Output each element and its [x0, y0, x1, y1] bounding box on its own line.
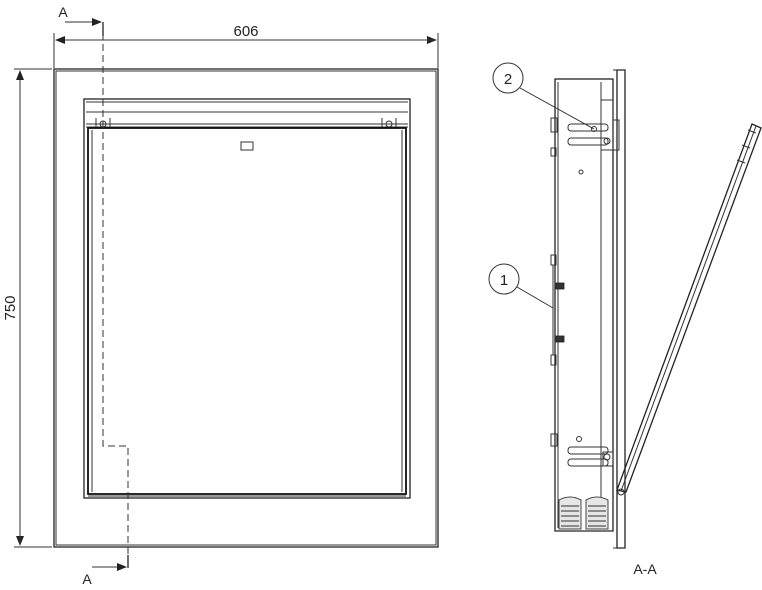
- section-caption: A-A: [633, 561, 657, 577]
- cable-entries: [558, 496, 609, 530]
- box-opening: [83, 98, 411, 499]
- frame-flange: [616, 69, 626, 549]
- height-dimension: 750: [2, 68, 52, 548]
- hinge-screw-right: [385, 120, 393, 128]
- width-dimension-label: 606: [233, 23, 258, 40]
- callout-1: 1: [488, 263, 554, 309]
- section-view: 2 1 A-A: [488, 62, 762, 577]
- box-body: [554, 78, 614, 532]
- callout-2: 2: [492, 62, 595, 130]
- door-panel: [87, 127, 407, 495]
- height-dimension-label: 750: [2, 295, 19, 320]
- lock-slot: [240, 141, 254, 151]
- lower-hinge-bracket: [550, 433, 614, 467]
- callout-1-label: 1: [500, 272, 508, 289]
- opened-door: [616, 123, 762, 496]
- frame-inner-border: [55, 70, 437, 546]
- callout-2-label: 2: [504, 71, 512, 88]
- section-mark-top: A: [58, 4, 68, 20]
- front-view: 606 750: [2, 4, 439, 587]
- outer-frame: [53, 68, 439, 548]
- section-line: A A: [58, 4, 129, 587]
- section-mark-bottom: A: [82, 571, 92, 587]
- upper-hinge-bracket: [550, 99, 620, 151]
- width-dimension: 606: [53, 23, 439, 68]
